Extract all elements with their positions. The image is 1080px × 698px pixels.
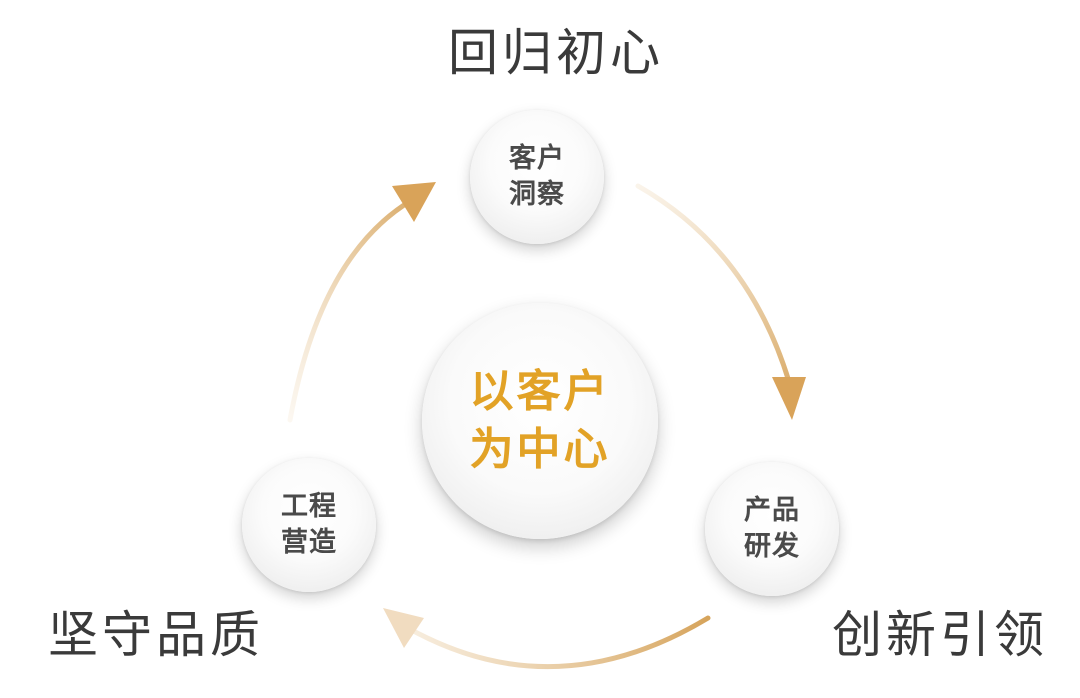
node-product-rd: 产品 研发 — [705, 462, 839, 596]
node-left-line-1: 工程 — [281, 491, 337, 522]
arrowhead-down-icon — [772, 377, 806, 420]
node-right-line-1: 产品 — [744, 495, 800, 526]
node-left-line-2: 营造 — [281, 527, 337, 558]
arrowhead-up-icon — [392, 182, 436, 222]
center-line-2: 为中心 — [469, 424, 611, 475]
title-return-to-origin: 回归初心 — [448, 24, 664, 82]
center-line-1: 以客户 — [469, 366, 611, 417]
arrow-arc-right — [635, 183, 793, 388]
node-top-line-2: 洞察 — [509, 179, 565, 210]
node-right-line-2: 研发 — [744, 531, 800, 562]
node-customer-insight: 客户 洞察 — [470, 110, 604, 244]
arrowhead-left-icon — [383, 608, 424, 648]
center-customer-centric: 以客户 为中心 — [422, 303, 658, 539]
node-top-line-1: 客户 — [509, 143, 565, 174]
arrow-arc-left — [287, 197, 415, 423]
arrow-arc-bottom — [405, 615, 711, 670]
title-uphold-quality: 坚守品质 — [48, 606, 264, 664]
node-engineering-construction: 工程 营造 — [242, 458, 376, 592]
title-innovation-lead: 创新引领 — [832, 606, 1048, 664]
